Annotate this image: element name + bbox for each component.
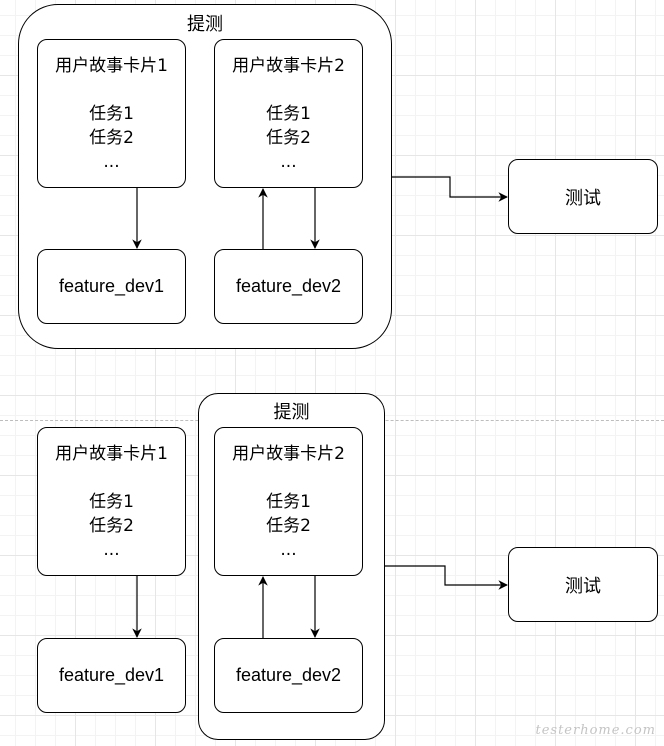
top-feature-dev1: feature_dev1 <box>37 249 186 324</box>
bottom-story-card-2: 用户故事卡片2 任务1 任务2 ... <box>214 427 363 576</box>
bottom-story-card-1: 用户故事卡片1 任务1 任务2 ... <box>37 427 186 576</box>
bottom-card2-task2: 任务2 <box>266 516 311 536</box>
top-card2-task2: 任务2 <box>266 128 311 148</box>
top-card1-ellipsis: ... <box>103 152 120 172</box>
bottom-card1-title: 用户故事卡片1 <box>55 444 168 464</box>
top-card2-ellipsis: ... <box>280 152 297 172</box>
top-card1-title: 用户故事卡片1 <box>55 56 168 76</box>
bottom-card2-task1: 任务1 <box>266 492 311 512</box>
top-card2-task1: 任务1 <box>266 104 311 124</box>
bottom-card2-ellipsis: ... <box>280 540 297 560</box>
bottom-group-label: 提测 <box>273 402 310 423</box>
top-card2-title: 用户故事卡片2 <box>232 56 345 76</box>
top-card1-task1: 任务1 <box>89 104 134 124</box>
bottom-card1-task1: 任务1 <box>89 492 134 512</box>
top-test-box: 测试 <box>508 159 658 234</box>
bottom-group-to-test-arrow <box>385 565 508 590</box>
bottom-card1-task2: 任务2 <box>89 516 134 536</box>
top-group-label: 提测 <box>187 14 223 35</box>
watermark: testerhome.com <box>535 723 656 738</box>
top-story-card-1: 用户故事卡片1 任务1 任务2 ... <box>37 39 186 188</box>
bottom-test-box: 测试 <box>508 547 658 622</box>
bottom-card2-title: 用户故事卡片2 <box>232 444 345 464</box>
bottom-feature-dev2: feature_dev2 <box>214 638 363 713</box>
top-feature-dev2: feature_dev2 <box>214 249 363 324</box>
bottom-feature-dev1: feature_dev1 <box>37 638 186 713</box>
top-story-card-2: 用户故事卡片2 任务1 任务2 ... <box>214 39 363 188</box>
bottom-card1-ellipsis: ... <box>103 540 120 560</box>
top-group-to-test-arrow <box>392 176 508 202</box>
top-card1-task2: 任务2 <box>89 128 134 148</box>
